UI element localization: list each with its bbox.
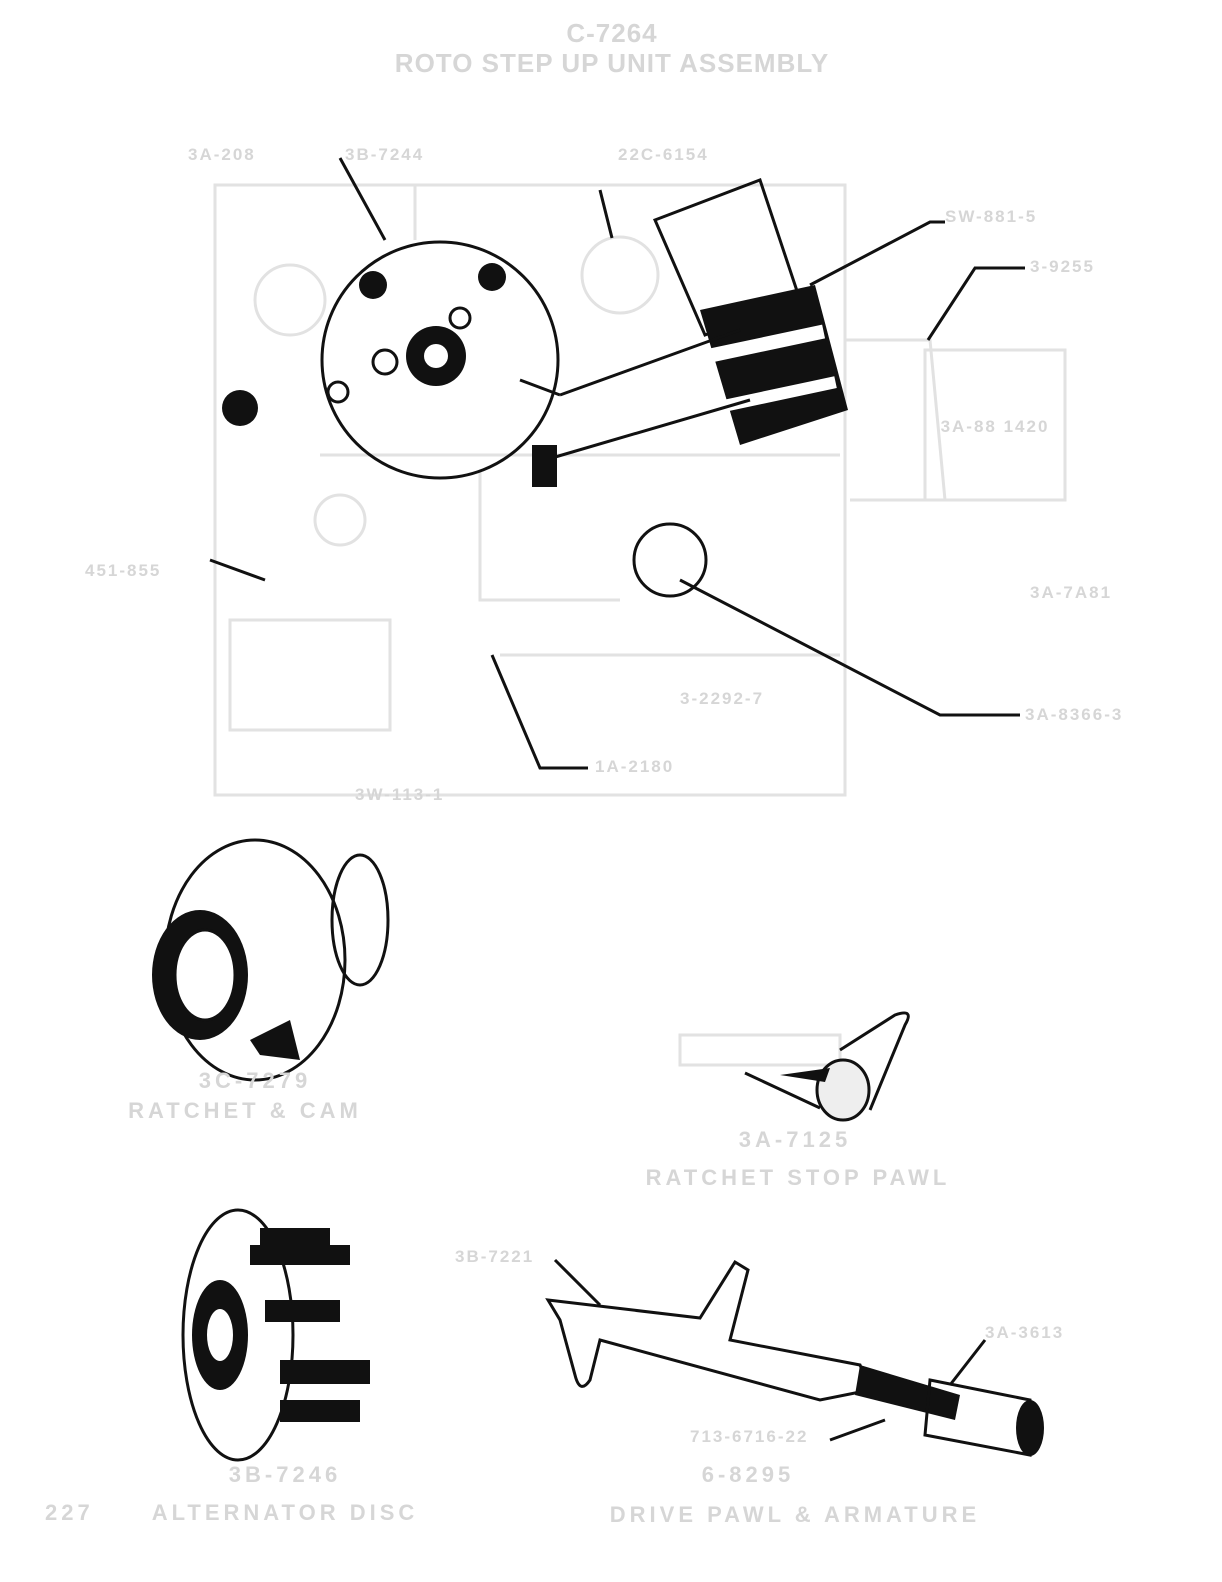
stop-pawl-part-name: RATCHET STOP PAWL xyxy=(646,1165,951,1190)
label-3a-7a81: 3A-7A81 xyxy=(1030,583,1112,602)
disc-part-name: ALTERNATOR DISC xyxy=(152,1500,419,1525)
assembly-frame xyxy=(213,183,1067,797)
stop-pawl-part-number: 3A-7125 xyxy=(739,1127,851,1152)
diagram-title: ROTO STEP UP UNIT ASSEMBLY xyxy=(395,48,829,78)
label-22c-6154: 22C-6154 xyxy=(618,145,709,164)
alternator-disc-assembly xyxy=(222,240,560,480)
label-3b-7244: 3B-7244 xyxy=(345,145,424,164)
drive-sub-label-3: 713-6716-22 xyxy=(690,1427,808,1446)
stop-pawl-drawing xyxy=(678,1011,910,1122)
label-3-2292-7: 3-2292-7 xyxy=(680,689,764,708)
alternator-disc-drawing xyxy=(181,1208,370,1462)
drive-sub-label-1: 3B-7221 xyxy=(455,1247,534,1266)
label-3a-8366-3: 3A-8366-3 xyxy=(1025,705,1123,724)
page-number: 227 xyxy=(45,1500,94,1525)
label-1a-2180: 1A-2180 xyxy=(595,757,674,776)
magnet-coil-assembly xyxy=(519,178,848,598)
drive-pawl-drawing xyxy=(545,1258,1044,1457)
ratchet-cam-drawing xyxy=(152,838,390,1082)
drive-sub-label-2: 3A-3613 xyxy=(985,1323,1064,1342)
drive-part-name: DRIVE PAWL & ARMATURE xyxy=(610,1502,980,1527)
leader-lines xyxy=(209,157,1025,770)
box-label: 3A-88 1420 xyxy=(941,417,1050,436)
ratchet-part-name: RATCHET & CAM xyxy=(128,1098,362,1123)
label-451-855: 451-855 xyxy=(85,561,161,580)
label-sw-881-5: SW-881-5 xyxy=(945,207,1037,226)
label-3a-208: 3A-208 xyxy=(188,145,256,164)
label-3w-113-1: 3W-113-1 xyxy=(355,785,444,804)
disc-part-number: 3B-7246 xyxy=(229,1462,341,1487)
drawing-number: C-7264 xyxy=(566,18,657,48)
label-3-9255: 3-9255 xyxy=(1030,257,1095,276)
ratchet-part-number: 3C-7279 xyxy=(199,1068,311,1093)
drive-part-number: 6-8295 xyxy=(702,1462,795,1487)
